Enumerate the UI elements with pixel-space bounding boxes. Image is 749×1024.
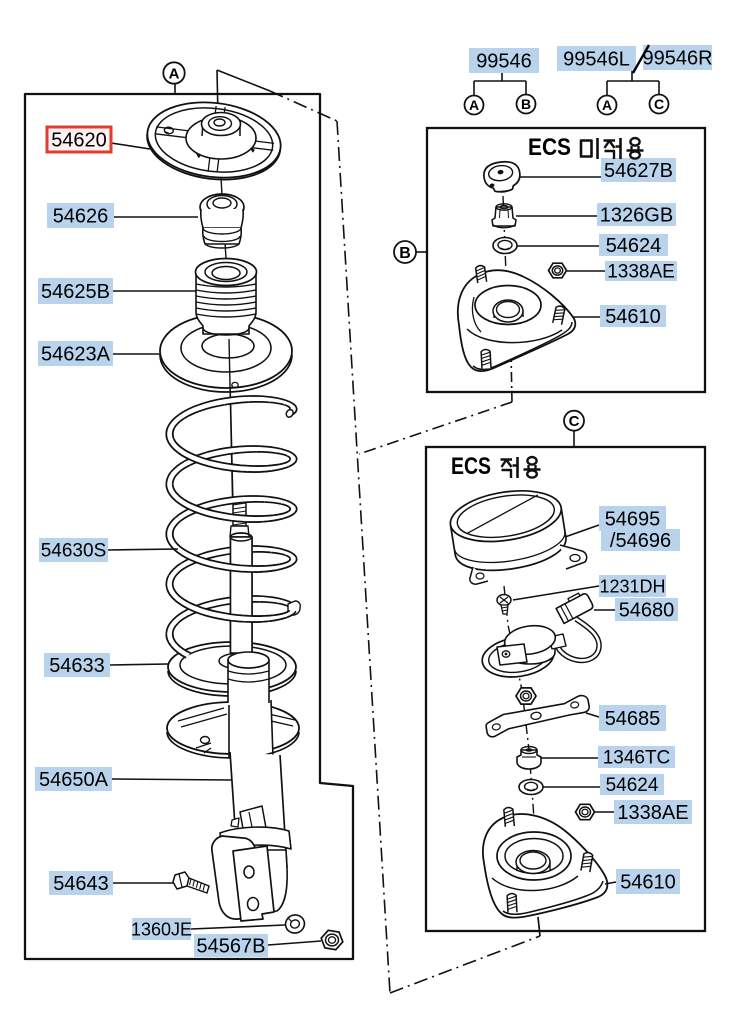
svg-text:54620: 54620	[51, 130, 107, 152]
svg-text:ECS: ECS	[451, 453, 491, 480]
svg-text:54630S: 54630S	[41, 541, 107, 562]
svg-text:1326GB: 1326GB	[600, 205, 673, 227]
svg-text:1346TC: 1346TC	[603, 748, 671, 769]
svg-text:1360JE: 1360JE	[131, 919, 192, 939]
svg-text:54567B: 54567B	[197, 936, 266, 958]
svg-text:A: A	[469, 97, 479, 113]
svg-text:C: C	[569, 413, 580, 430]
svg-text:99546: 99546	[476, 51, 532, 73]
svg-text:54624: 54624	[606, 235, 662, 257]
svg-text:ECS: ECS	[528, 134, 571, 161]
svg-text:54626: 54626	[53, 206, 109, 228]
svg-text:C: C	[654, 96, 664, 112]
svg-text:54624: 54624	[606, 775, 659, 796]
svg-text:54685: 54685	[605, 708, 661, 730]
svg-text:54610: 54610	[605, 306, 661, 328]
svg-text:1338AE: 1338AE	[607, 262, 675, 283]
svg-text:54695: 54695	[605, 509, 661, 531]
svg-text:99546L: 99546L	[563, 49, 630, 71]
svg-text:99546R: 99546R	[642, 48, 712, 70]
svg-text:54623A: 54623A	[41, 344, 111, 366]
svg-text:1231DH: 1231DH	[599, 576, 665, 596]
svg-text:B: B	[399, 245, 411, 262]
svg-text:B: B	[521, 96, 531, 112]
svg-text:54643: 54643	[53, 873, 109, 895]
svg-text:54650A: 54650A	[39, 769, 109, 791]
svg-text:54633: 54633	[49, 655, 105, 677]
svg-text:54625B: 54625B	[41, 281, 110, 303]
svg-text:A: A	[602, 97, 612, 113]
svg-text:/54696: /54696	[610, 530, 671, 552]
svg-text:54610: 54610	[620, 872, 676, 894]
svg-text:1338AE: 1338AE	[617, 802, 688, 824]
svg-text:A: A	[169, 65, 180, 82]
svg-text:54680: 54680	[619, 600, 675, 622]
svg-text:54627B: 54627B	[604, 160, 673, 182]
